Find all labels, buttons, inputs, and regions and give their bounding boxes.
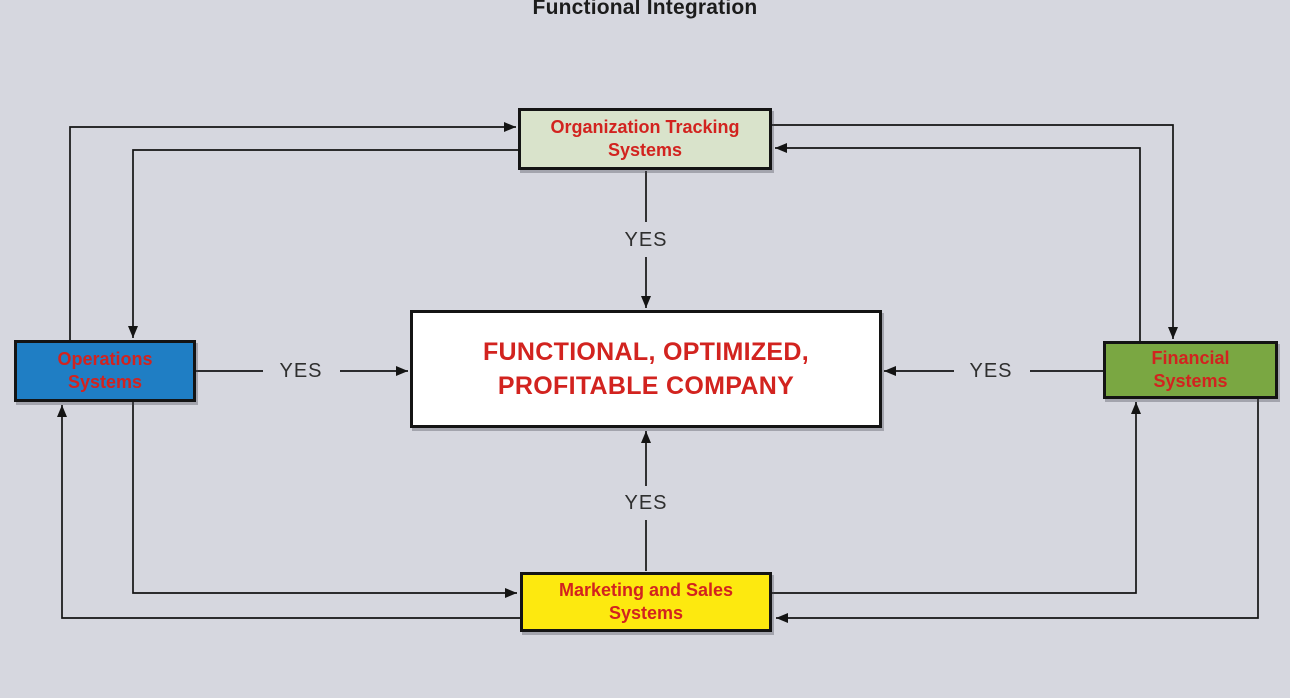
edge-label-yes-bottom: YES xyxy=(624,492,668,514)
edge-marketing-to-operations xyxy=(57,405,520,619)
edge-financial-to-marketing xyxy=(776,399,1259,623)
node-functional-optimized-profitable-company: FUNCTIONAL, OPTIMIZED, PROFITABLE COMPAN… xyxy=(410,310,882,428)
edge-tracking-to-financial xyxy=(772,124,1178,339)
edge-label-yes-top: YES xyxy=(624,229,668,251)
node-label-line1: Organization Tracking xyxy=(550,117,740,137)
node-organization-tracking-systems: Organization Tracking Systems xyxy=(518,108,772,170)
node-operations-systems: Operations Systems xyxy=(14,340,196,402)
edge-operations-to-marketing xyxy=(132,402,517,598)
node-label-line2: Systems xyxy=(67,372,143,392)
node-label-line1: FUNCTIONAL, OPTIMIZED, xyxy=(482,338,810,366)
node-label-line2: Systems xyxy=(608,603,684,623)
edge-operations-to-tracking xyxy=(69,122,516,340)
node-label-line2: Systems xyxy=(1153,371,1228,391)
edge-label-yes-left: YES xyxy=(279,360,323,382)
edge-label-yes-right: YES xyxy=(969,360,1013,382)
node-label-line2: PROFITABLE COMPANY xyxy=(497,372,795,400)
edge-marketing-to-financial xyxy=(772,402,1141,594)
node-label-line1: Operations xyxy=(57,349,153,369)
diagram-title: Functional Integration xyxy=(532,0,758,19)
node-marketing-and-sales-systems: Marketing and Sales Systems xyxy=(520,572,772,632)
node-label-line2: Systems xyxy=(607,140,683,160)
node-financial-systems: Financial Systems xyxy=(1103,341,1278,399)
node-label-line1: Marketing and Sales xyxy=(558,580,734,600)
node-label-line1: Financial xyxy=(1151,348,1230,368)
